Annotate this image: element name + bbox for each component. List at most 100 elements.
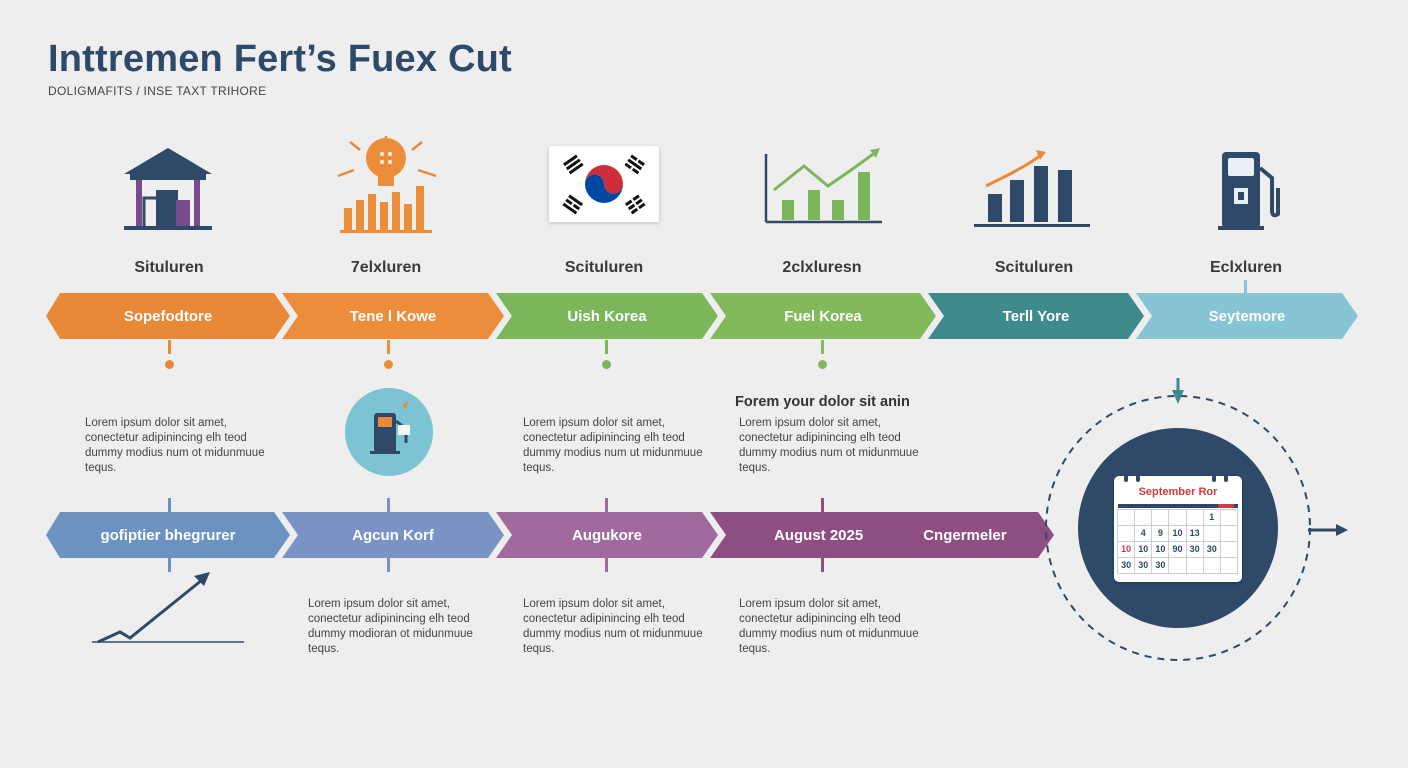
calendar-header-accent	[1218, 504, 1234, 508]
calendar-day-cell	[1219, 541, 1238, 558]
connector-line	[168, 498, 171, 512]
calendar-day-cell: 10	[1117, 541, 1136, 558]
calendar-day-cell: 30	[1117, 557, 1136, 574]
connector-dot	[818, 360, 827, 369]
calendar-day-cell	[1185, 509, 1204, 526]
description-6: Lorem ipsum dolor sit amet, conectetur a…	[739, 598, 919, 655]
calendar-day-cell: 4	[1134, 525, 1153, 542]
connector-line	[387, 340, 390, 354]
calendar-day-cell	[1202, 525, 1221, 542]
timeline2-arrow-1: gofiptier bhegrurer	[46, 512, 290, 558]
timeline2-arrow-1-label: gofiptier bhegrurer	[100, 526, 236, 544]
timeline-arrow-3: Uish Korea	[496, 293, 718, 339]
calendar-week-row: 1	[1117, 509, 1238, 526]
calendar-day-cell	[1134, 509, 1153, 526]
timeline2-arrow-4-label: August 2025	[774, 526, 864, 544]
calendar-day-cell: 30	[1151, 557, 1170, 574]
timeline-arrow-3-label: Uish Korea	[567, 307, 647, 325]
calendar-ring	[1136, 470, 1140, 482]
calendar-day-cell	[1168, 509, 1187, 526]
fuel-pump-circle-icon	[344, 387, 434, 477]
connector-line	[821, 498, 824, 512]
lightbulb-chart-icon	[330, 130, 450, 236]
timeline-arrow-1-label: Sopefodtore	[123, 307, 213, 325]
connector-dot	[602, 360, 611, 369]
description-5: Lorem ipsum dolor sit amet, conectetur a…	[523, 598, 703, 655]
timeline-arrow-1: Sopefodtore	[46, 293, 290, 339]
timeline2-arrow-3: Augukore	[496, 512, 718, 558]
calendar-day-cell: 10	[1151, 541, 1170, 558]
calendar-day-cell: 13	[1185, 525, 1204, 542]
timeline-arrow-6-label: Seytemore	[1208, 307, 1286, 325]
description-3: Lorem ipsum dolor sit amet, conectetur a…	[739, 417, 919, 474]
step-label-6: Eclxluren	[1209, 259, 1283, 276]
korea-flag-icon	[549, 146, 659, 222]
step-label-4: 2clxluresn	[782, 259, 862, 276]
connector-line	[1244, 280, 1247, 294]
calendar-day-cell: 10	[1168, 525, 1187, 542]
calendar-day-cell	[1117, 509, 1136, 526]
calendar-day-cell: 30	[1202, 541, 1221, 558]
timeline-arrow-4-label: Fuel Korea	[784, 307, 862, 325]
calendar-day-cell: 9	[1151, 525, 1170, 542]
connector-line	[605, 498, 608, 512]
calendar-day-cell: 10	[1134, 541, 1153, 558]
connector-line	[168, 558, 171, 572]
timeline-arrow-5: Terll Yore	[928, 293, 1144, 339]
timeline-arrow-5-label: Terll Yore	[1002, 307, 1070, 325]
step-label-3: Scituluren	[564, 259, 644, 276]
fuel-pump-icon	[1200, 148, 1320, 248]
timeline2-arrow-3-label: Augukore	[571, 526, 642, 544]
calendar-title: September Ror	[1138, 486, 1218, 498]
timeline2-arrow-2: Agcun Korf	[282, 512, 504, 558]
calendar-header-bar	[1118, 504, 1238, 508]
calendar-day-cell	[1219, 525, 1238, 542]
timeline2-arrow-2-label: Agcun Korf	[352, 526, 434, 544]
calendar-day-cell	[1202, 557, 1221, 574]
connector-line	[168, 340, 171, 354]
calendar-day-cell	[1117, 525, 1136, 542]
connector-line	[605, 558, 608, 572]
timeline-arrow-4: Fuel Korea	[710, 293, 936, 339]
calendar-day-cell	[1219, 557, 1238, 574]
calendar-day-cell: 1	[1202, 509, 1221, 526]
connector-dot	[384, 360, 393, 369]
growth-bar-chart-icon	[970, 144, 1090, 244]
timeline-arrow-2-label: Tene l Kowe	[349, 307, 437, 325]
page-title: Inttremen Fert’s Fuex Cut	[48, 38, 512, 80]
description-2: Lorem ipsum dolor sit amet, conectetur a…	[523, 417, 703, 474]
connector-line	[821, 558, 824, 572]
calendar-day-cell	[1168, 557, 1187, 574]
step-label-5: Scituluren	[994, 259, 1074, 276]
trend-line-icon	[90, 570, 250, 650]
calendar-day-cell: 90	[1168, 541, 1187, 558]
timeline-arrow-2: Tene l Kowe	[282, 293, 504, 339]
timeline2-arrow-4: August 2025 Cngermeler	[710, 512, 1054, 558]
timeline-arrow-6: Seytemore	[1136, 293, 1358, 339]
calendar-day-cell: 30	[1134, 557, 1153, 574]
line-bar-chart-icon	[762, 142, 882, 242]
step-label-1: Situluren	[134, 259, 204, 276]
step-label-2: 7elxluren	[350, 259, 422, 276]
calendar-ring	[1212, 470, 1216, 482]
house-icon	[110, 138, 230, 238]
connector-line	[387, 498, 390, 512]
page-subtitle: DOLIGMAFITS / INSE TAXT TRIHORE	[48, 84, 267, 98]
connector-dot	[165, 360, 174, 369]
calendar-day-cell: 30	[1185, 541, 1204, 558]
section-heading: Forem your dolor sit anin	[735, 394, 910, 410]
calendar-ring	[1124, 470, 1128, 482]
calendar-day-cell	[1151, 509, 1170, 526]
connector-line	[821, 340, 824, 354]
connector-line	[387, 558, 390, 572]
description-1: Lorem ipsum dolor sit amet, conectetur a…	[85, 417, 265, 474]
calendar-day-cell	[1219, 509, 1238, 526]
calendar-ring	[1224, 470, 1228, 482]
description-4: Lorem ipsum dolor sit amet, conectetur a…	[308, 598, 473, 655]
calendar-day-cell	[1185, 557, 1204, 574]
